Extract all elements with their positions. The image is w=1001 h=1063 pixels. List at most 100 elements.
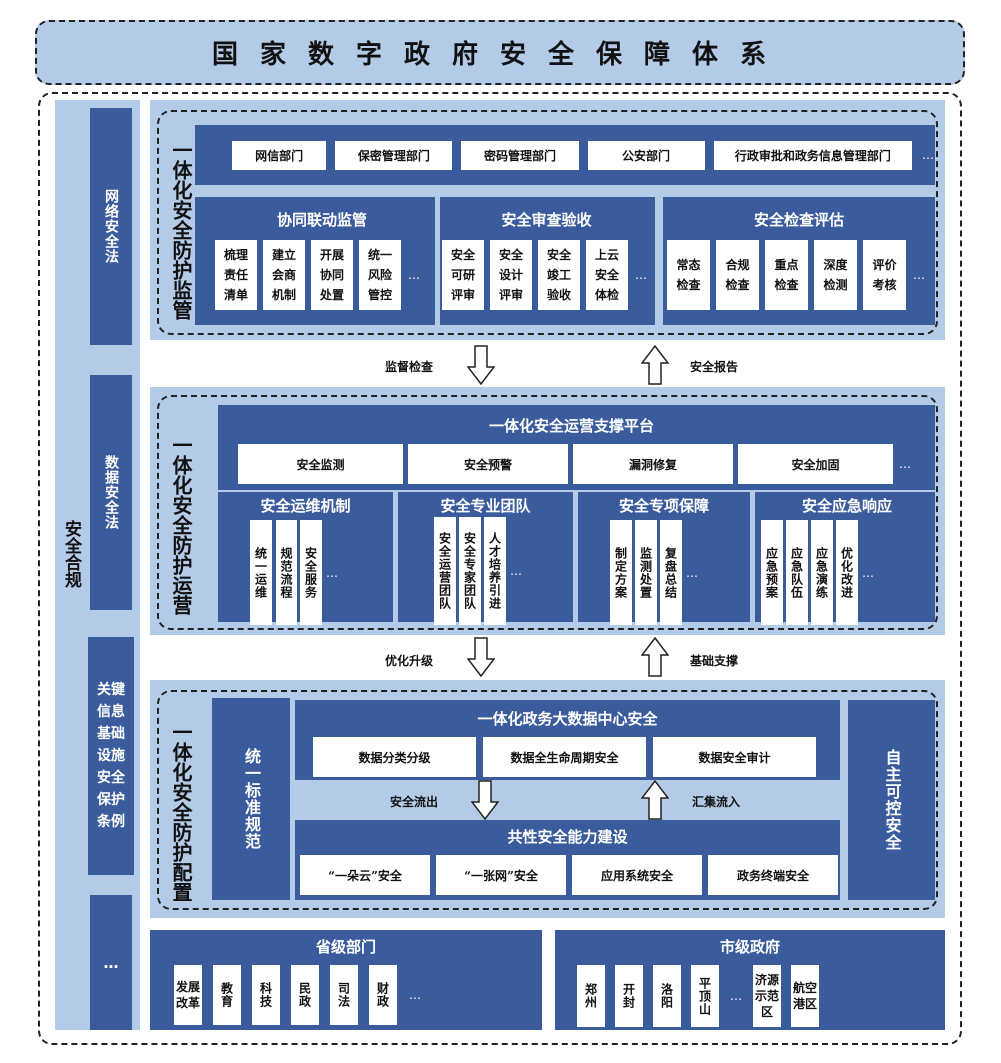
group-item: 优化改进 bbox=[836, 520, 858, 625]
flow-label: 监督检查 bbox=[385, 360, 434, 374]
block-title: 一体化政务大数据中心安全 bbox=[477, 710, 658, 728]
group-item: 评价考核 bbox=[863, 240, 906, 310]
config-frame bbox=[157, 690, 938, 910]
ellipsis: … bbox=[730, 989, 742, 1003]
ellipsis: … bbox=[635, 268, 647, 282]
platform-item: 安全预警 bbox=[408, 444, 568, 484]
department-box: 网信部门 bbox=[232, 140, 327, 170]
city-item: 济源示范区 bbox=[753, 965, 781, 1027]
group-item: 应急队伍 bbox=[786, 520, 808, 625]
group-item: 安全竣工验收 bbox=[538, 240, 580, 310]
ellipsis: … bbox=[922, 148, 935, 162]
group-item: 安全专家团队 bbox=[459, 517, 481, 625]
group-title: 安全运维机制 bbox=[260, 497, 351, 515]
block-title: 省级部门 bbox=[315, 938, 376, 956]
datacenter-item: 数据安全审计 bbox=[653, 737, 816, 777]
department-box: 保密管理部门 bbox=[335, 140, 453, 170]
city-item: 洛阳 bbox=[653, 965, 681, 1027]
block-title: 共性安全能力建设 bbox=[507, 828, 628, 846]
group-item: 统一运维 bbox=[250, 520, 272, 625]
province-item: 发展改革 bbox=[174, 965, 202, 1025]
datacenter-item: 数据分类分级 bbox=[313, 737, 476, 777]
ellipsis: … bbox=[899, 457, 911, 471]
ellipsis: … bbox=[510, 564, 522, 578]
flow-label: 安全流出 bbox=[390, 795, 439, 809]
ellipsis: … bbox=[913, 268, 925, 282]
supervision-label: 一体化安全防护监管 bbox=[169, 140, 193, 320]
flow-label: 基础支撑 bbox=[690, 654, 739, 668]
arrow-up-icon bbox=[641, 345, 669, 385]
platform-title: 一体化安全运营支撑平台 bbox=[488, 417, 654, 435]
ellipsis: … bbox=[326, 565, 338, 580]
flow-label: 优化升级 bbox=[385, 654, 434, 668]
title-banner: 国家数字政府安全保障体系 bbox=[35, 20, 965, 85]
operation-group: 安全专业团队 安全运营团队 安全专家团队 人才培养引进 … bbox=[398, 492, 573, 625]
group-item: 建立会商机制 bbox=[263, 240, 305, 310]
ellipsis: … bbox=[409, 988, 421, 1002]
supervision-frame bbox=[157, 110, 938, 335]
group-item: 复盘总结 bbox=[660, 520, 682, 625]
group-item: 重点检查 bbox=[765, 240, 808, 310]
law-network-security: 网络安全法 bbox=[90, 108, 132, 345]
standards-box: 统一标准规范 bbox=[212, 698, 290, 900]
capability-item: “一张网”安全 bbox=[436, 855, 566, 895]
operation-platform: 一体化安全运营支撑平台 安全监测 安全预警 漏洞修复 安全加固 … bbox=[218, 405, 935, 490]
operation-group: 安全专项保障 制定方案 监测处置 复盘总结 … bbox=[578, 492, 750, 625]
group-title: 安全专项保障 bbox=[618, 497, 709, 515]
group-item: 安全服务 bbox=[300, 520, 322, 625]
supervision-group: 安全审查验收 安全可研评审 安全设计评审 安全竣工验收 上云安全体检 … bbox=[440, 197, 655, 325]
flow-label: 安全报告 bbox=[690, 360, 739, 374]
capability-item: 应用系统安全 bbox=[572, 855, 702, 895]
arrow-down-icon bbox=[471, 780, 499, 820]
group-title: 安全应急响应 bbox=[801, 497, 892, 515]
department-box: 公安部门 bbox=[587, 140, 705, 170]
platform-item: 安全监测 bbox=[238, 444, 403, 484]
law-more: … bbox=[90, 895, 132, 1030]
ellipsis: … bbox=[408, 268, 420, 282]
group-item: 人才培养引进 bbox=[484, 517, 506, 625]
platform-item: 安全加固 bbox=[738, 444, 893, 484]
province-item: 科技 bbox=[252, 965, 280, 1025]
group-item: 安全设计评审 bbox=[490, 240, 532, 310]
city-block: 市级政府 郑州 开封 洛阳 平顶山 … 济源示范区 航空港区 bbox=[555, 930, 945, 1030]
group-item: 应急预案 bbox=[761, 520, 783, 625]
group-item: 规范流程 bbox=[276, 520, 297, 625]
arrow-down-icon bbox=[467, 637, 495, 677]
group-item: 开展协同处置 bbox=[311, 240, 353, 310]
datacenter-block: 一体化政务大数据中心安全 数据分类分级 数据全生命周期安全 数据安全审计 bbox=[295, 700, 840, 780]
law-critical-infrastructure: 关键信息基础设施安全保护条例 bbox=[88, 637, 134, 875]
department-box: 密码管理部门 bbox=[461, 140, 579, 170]
ellipsis: … bbox=[686, 565, 698, 580]
supervision-group: 协同联动监管 梳理责任清单 建立会商机制 开展协同处置 统一风险管控 … bbox=[195, 197, 435, 325]
group-item: 应急演练 bbox=[811, 520, 833, 625]
department-bar: 网信部门 保密管理部门 密码管理部门 公安部门 行政审批和政务信息管理部门 … bbox=[195, 125, 935, 185]
group-item: 统一风险管控 bbox=[359, 240, 401, 310]
province-item: 民政 bbox=[291, 965, 319, 1025]
common-capability-block: 共性安全能力建设 “一朵云”安全 “一张网”安全 应用系统安全 政务终端安全 bbox=[295, 820, 840, 900]
province-item: 司法 bbox=[330, 965, 358, 1025]
province-item: 教育 bbox=[213, 965, 241, 1025]
config-label: 一体化安全防护配置 bbox=[169, 722, 193, 902]
city-item: 开封 bbox=[615, 965, 643, 1027]
operation-group: 安全运维机制 统一运维 规范流程 安全服务 … bbox=[218, 492, 393, 625]
province-block: 省级部门 发展改革 教育 科技 民政 司法 财政 … bbox=[150, 930, 542, 1030]
arrow-down-icon bbox=[467, 345, 495, 385]
datacenter-item: 数据全生命周期安全 bbox=[483, 737, 646, 777]
group-title: 安全审查验收 bbox=[501, 211, 592, 229]
compliance-label: 安全合规 bbox=[61, 520, 81, 588]
group-item: 合规检查 bbox=[716, 240, 759, 310]
page-title: 国家数字政府安全保障体系 bbox=[211, 40, 788, 70]
group-item: 梳理责任清单 bbox=[215, 240, 257, 310]
group-item: 安全可研评审 bbox=[442, 240, 484, 310]
group-item: 制定方案 bbox=[610, 520, 632, 625]
outer-frame bbox=[38, 92, 962, 1045]
autonomy-box: 自主可控安全 bbox=[848, 700, 935, 900]
block-title: 市级政府 bbox=[719, 938, 780, 956]
group-item: 上云安全体检 bbox=[586, 240, 628, 310]
operation-frame bbox=[157, 395, 938, 630]
capability-item: 政务终端安全 bbox=[708, 855, 838, 895]
arrow-up-icon bbox=[641, 780, 669, 820]
operation-label: 一体化安全防护运营 bbox=[169, 435, 193, 615]
platform-item: 漏洞修复 bbox=[573, 444, 733, 484]
city-item: 郑州 bbox=[577, 965, 605, 1027]
